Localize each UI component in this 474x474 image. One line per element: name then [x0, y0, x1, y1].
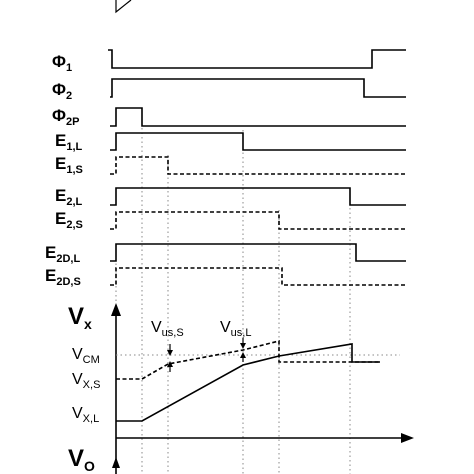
vo-axis-arrow — [112, 457, 120, 468]
label-phi1: Φ1 — [52, 52, 72, 74]
label-e2dl: E2D,L — [45, 243, 80, 265]
signal-labels: Φ1 Φ2 Φ2P E1,L E1,S E2,L E2,S E2D,L E2D,… — [45, 52, 83, 288]
wave-e1l — [110, 132, 406, 151]
label-e1l: E1,L — [55, 131, 83, 153]
wave-e1s — [110, 156, 406, 175]
wave-phi1 — [108, 49, 406, 69]
wave-e2dl — [110, 243, 406, 262]
label-vxs: VX,S — [72, 371, 100, 391]
wave-e2ds — [110, 267, 406, 286]
label-vus-l: Vus,L — [220, 319, 251, 339]
label-e2s: E2,S — [55, 209, 83, 231]
vo-axis-label: VO — [68, 445, 95, 474]
wave-phi2p — [110, 107, 406, 127]
label-vxl: VX,L — [72, 405, 99, 425]
vx-axis-arrow — [111, 303, 121, 316]
vus-s-annotation: Vus,S — [151, 319, 184, 372]
label-vus-s: Vus,S — [151, 319, 184, 339]
label-e2l: E2,L — [55, 186, 83, 208]
vx-l-curve — [116, 343, 380, 422]
vx-s-curve — [116, 339, 380, 380]
label-e2ds: E2D,S — [45, 266, 81, 288]
vus-l-annotation: Vus,L — [220, 319, 251, 362]
wave-e2s — [110, 211, 406, 230]
label-e1s: E1,S — [55, 154, 83, 176]
time-axis-arrow — [401, 433, 414, 443]
label-phi2: Φ2 — [52, 80, 72, 102]
waveforms — [108, 49, 406, 286]
label-phi2p: Φ2P — [52, 106, 79, 128]
wave-e2l — [110, 187, 406, 206]
vx-axis-label: Vx — [68, 303, 92, 332]
label-vcm: VCM — [72, 346, 100, 366]
timing-guides — [115, 110, 351, 474]
vx-curves — [116, 339, 380, 422]
cropped-symbol-top — [115, 0, 132, 14]
wave-phi2 — [110, 78, 406, 98]
vx-axes — [111, 303, 414, 474]
